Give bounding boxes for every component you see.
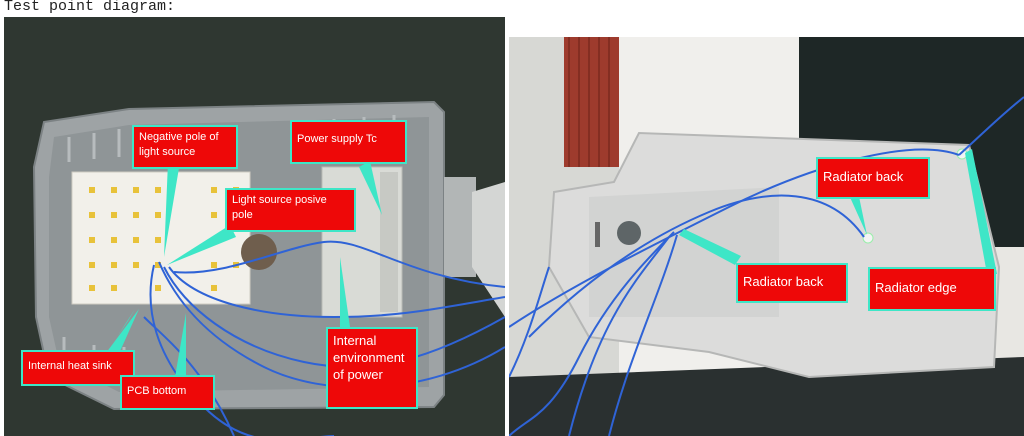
streetlight-interior-photo: Negative pole of light source Power supp… xyxy=(4,17,505,436)
radiator-back-mid-label: Radiator back xyxy=(736,263,848,303)
page-caption: Test point diagram: xyxy=(4,0,176,15)
radiator-back-photo: Radiator back Radiator back Radiator edg… xyxy=(509,37,1024,436)
internal-environment-label: Internal environment of power xyxy=(326,327,418,409)
positive-pole-label: Light source posive pole xyxy=(225,188,356,232)
radiator-back-illustration xyxy=(509,37,1024,436)
pcb-bottom-label: PCB bottom xyxy=(120,375,215,410)
radiator-edge-label: Radiator edge xyxy=(868,267,996,311)
radiator-back-top-label: Radiator back xyxy=(816,157,930,199)
negative-pole-label: Negative pole of light source xyxy=(132,125,238,169)
internal-heat-sink-label: Internal heat sink xyxy=(21,350,135,386)
power-supply-tc-label: Power supply Tc xyxy=(290,120,407,164)
